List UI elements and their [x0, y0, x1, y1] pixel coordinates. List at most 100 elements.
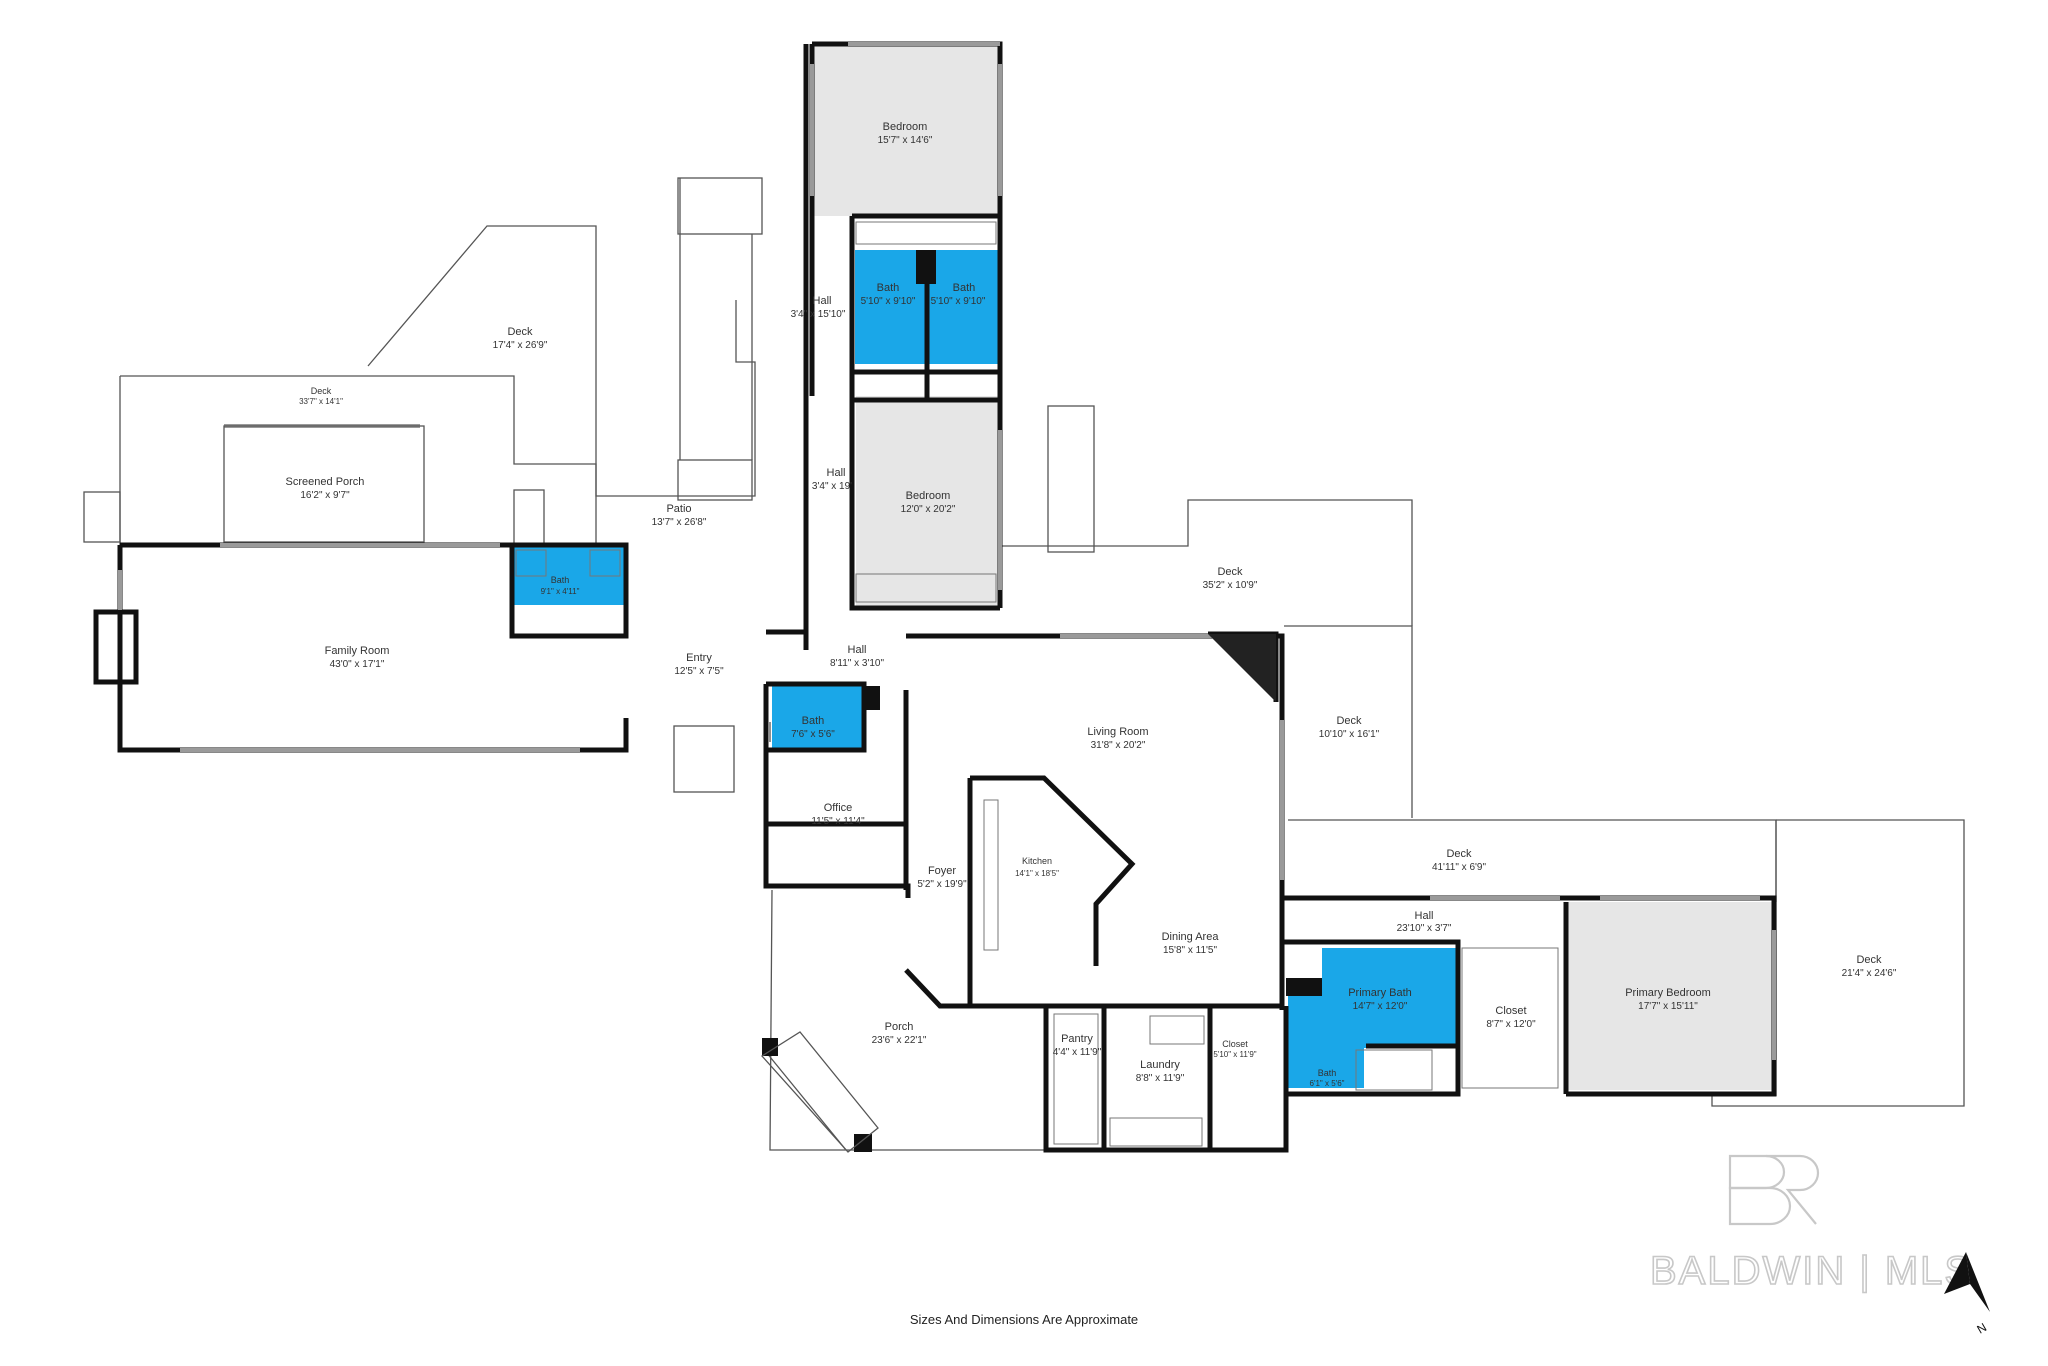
- room-family-room: Family Room 43'0" x 17'1": [325, 645, 390, 670]
- room-dim: 8'11" x 3'10": [830, 658, 885, 669]
- room-hall-upper: Hall 3'4" x 15'10": [791, 295, 846, 320]
- room-name: Bath: [802, 715, 825, 727]
- room-dim: 33'7" x 14'1": [299, 397, 343, 406]
- north-arrow-icon: [1944, 1252, 1970, 1294]
- room-bath-small: Bath 6'1" x 5'6": [1310, 1068, 1345, 1088]
- walls: [93, 41, 1777, 1153]
- room-dim: 7'6" x 5'6": [791, 729, 835, 740]
- outdoor-outlines: [83, 177, 1965, 1151]
- room-name: Bath: [551, 575, 570, 585]
- room-name: Hall: [848, 644, 867, 656]
- room-name: Foyer: [928, 865, 956, 877]
- baldwin-mls-logo: BALDWIN | MLS: [1649, 1154, 1973, 1294]
- room-name: Bath: [953, 282, 976, 294]
- room-screened-porch: Screened Porch 16'2" x 9'7": [286, 476, 365, 501]
- bath-left-fill: [855, 250, 925, 364]
- room-dim: 5'10" x 11'9": [1213, 1050, 1256, 1059]
- room-dim: 5'10" x 9'10": [931, 296, 986, 307]
- room-dim: 8'7" x 12'0": [1486, 1019, 1536, 1030]
- room-dim: 3'4" x 15'10": [791, 309, 846, 320]
- room-dim: 8'8" x 11'9": [1136, 1073, 1185, 1084]
- room-bedroom-mid: Bedroom 12'0" x 20'2": [901, 490, 956, 515]
- bath-right-fill: [929, 250, 999, 364]
- room-dim: 17'4" x 26'9": [493, 340, 548, 351]
- room-name: Bedroom: [883, 121, 928, 133]
- room-dim: 41'11" x 6'9": [1432, 862, 1487, 873]
- room-dim: 17'7" x 15'11": [1638, 1001, 1698, 1012]
- room-closet-primary: Closet 8'7" x 12'0": [1486, 1005, 1536, 1030]
- room-name: Patio: [666, 503, 691, 515]
- room-dim: 5'10" x 9'10": [861, 296, 916, 307]
- room-dim: 43'0" x 17'1": [330, 659, 385, 670]
- room-labels: Bedroom 15'7" x 14'6" Bath 5'10" x 9'10"…: [286, 121, 1897, 1088]
- room-name: Primary Bath: [1348, 987, 1412, 999]
- room-name: Closet: [1222, 1039, 1248, 1049]
- room-hall-mid: Hall 3'4" x 19': [812, 467, 852, 492]
- room-dim: 6'1" x 5'6": [1310, 1079, 1345, 1088]
- room-dim: 11'5" x 11'4": [811, 816, 865, 827]
- room-dim: 10'10" x 16'1": [1319, 729, 1380, 740]
- room-entry: Entry 12'5" x 7'5": [674, 652, 724, 677]
- room-primary-bath: Primary Bath 14'7" x 12'0": [1348, 987, 1412, 1012]
- baldwin-mls-wordmark: BALDWIN | MLS: [1650, 1249, 1973, 1293]
- room-bath-center: Bath 7'6" x 5'6": [791, 715, 835, 740]
- room-name: Office: [824, 802, 853, 814]
- room-deck-se: Deck 41'11" x 6'9": [1432, 848, 1487, 873]
- room-name: Primary Bedroom: [1625, 987, 1711, 999]
- room-name: Family Room: [325, 645, 390, 657]
- porch-steps: [761, 1031, 879, 1153]
- room-fills: [514, 44, 1774, 1090]
- room-name: Bath: [1318, 1068, 1337, 1078]
- bedroom-mid-fill: [856, 396, 1000, 608]
- room-dim: 15'7" x 14'6": [878, 135, 933, 146]
- room-dim: 23'6" x 22'1": [872, 1035, 927, 1046]
- room-bath-family: Bath 9'1" x 4'11": [541, 575, 580, 596]
- bath-center-fill: [772, 684, 862, 748]
- room-dim: 15'8" x 11'5": [1163, 945, 1218, 956]
- room-deck-w: Deck 33'7" x 14'1": [299, 386, 343, 406]
- room-foyer: Foyer 5'2" x 19'9": [917, 865, 967, 890]
- room-name: Porch: [885, 1021, 914, 1033]
- fireplace-hatch: [1208, 634, 1276, 702]
- room-porch: Porch 23'6" x 22'1": [872, 1021, 927, 1046]
- room-hall-east: Hall 23'10" x 3'7": [1397, 910, 1452, 934]
- room-deck-e: Deck 10'10" x 16'1": [1319, 715, 1380, 740]
- fixtures: [223, 221, 1559, 1153]
- room-primary-bedroom: Primary Bedroom 17'7" x 15'11": [1625, 987, 1711, 1012]
- room-deck-ne: Deck 35'2" x 10'9": [1203, 566, 1258, 591]
- room-name: Bath: [877, 282, 900, 294]
- room-name: Screened Porch: [286, 476, 365, 488]
- room-dim: 16'2" x 9'7": [300, 490, 350, 501]
- room-name: Dining Area: [1162, 931, 1220, 943]
- room-name: Bedroom: [906, 490, 951, 502]
- room-name: Deck: [507, 326, 533, 338]
- room-name: Deck: [1336, 715, 1362, 727]
- room-dim: 14'7" x 12'0": [1353, 1001, 1408, 1012]
- room-name: Entry: [686, 652, 712, 664]
- room-deck-far-e: Deck 21'4" x 24'6": [1842, 954, 1897, 979]
- room-name: Living Room: [1087, 726, 1148, 738]
- room-closet-laundry: Closet 5'10" x 11'9": [1213, 1039, 1256, 1059]
- room-name: Deck: [311, 386, 332, 396]
- compass-label: N: [1975, 1320, 1990, 1336]
- room-name: Hall: [1415, 910, 1434, 922]
- room-dim: 3'4" x 19': [812, 481, 852, 492]
- room-laundry: Laundry 8'8" x 11'9": [1136, 1059, 1185, 1084]
- room-name: Kitchen: [1022, 856, 1052, 866]
- room-name: Laundry: [1140, 1059, 1180, 1071]
- room-kitchen: Kitchen 14'1" x 18'5": [1015, 856, 1059, 878]
- room-dim: 9'1" x 4'11": [541, 587, 580, 596]
- room-dim: 12'0" x 20'2": [901, 504, 956, 515]
- room-dining-area: Dining Area 15'8" x 11'5": [1162, 931, 1220, 956]
- room-dim: 13'7" x 26'8": [652, 517, 707, 528]
- bedroom-north-fill: [812, 44, 1000, 216]
- approximate-note: Sizes And Dimensions Are Approximate: [910, 1312, 1138, 1327]
- room-deck-nw: Deck 17'4" x 26'9": [493, 326, 548, 351]
- room-bedroom-north: Bedroom 15'7" x 14'6": [878, 121, 933, 146]
- room-name: Pantry: [1061, 1033, 1093, 1045]
- room-bath-right: Bath 5'10" x 9'10": [931, 282, 986, 307]
- room-office: Office 11'5" x 11'4": [811, 802, 865, 827]
- bath-small-fill: [1288, 996, 1364, 1088]
- br-monogram: [1728, 1154, 1820, 1226]
